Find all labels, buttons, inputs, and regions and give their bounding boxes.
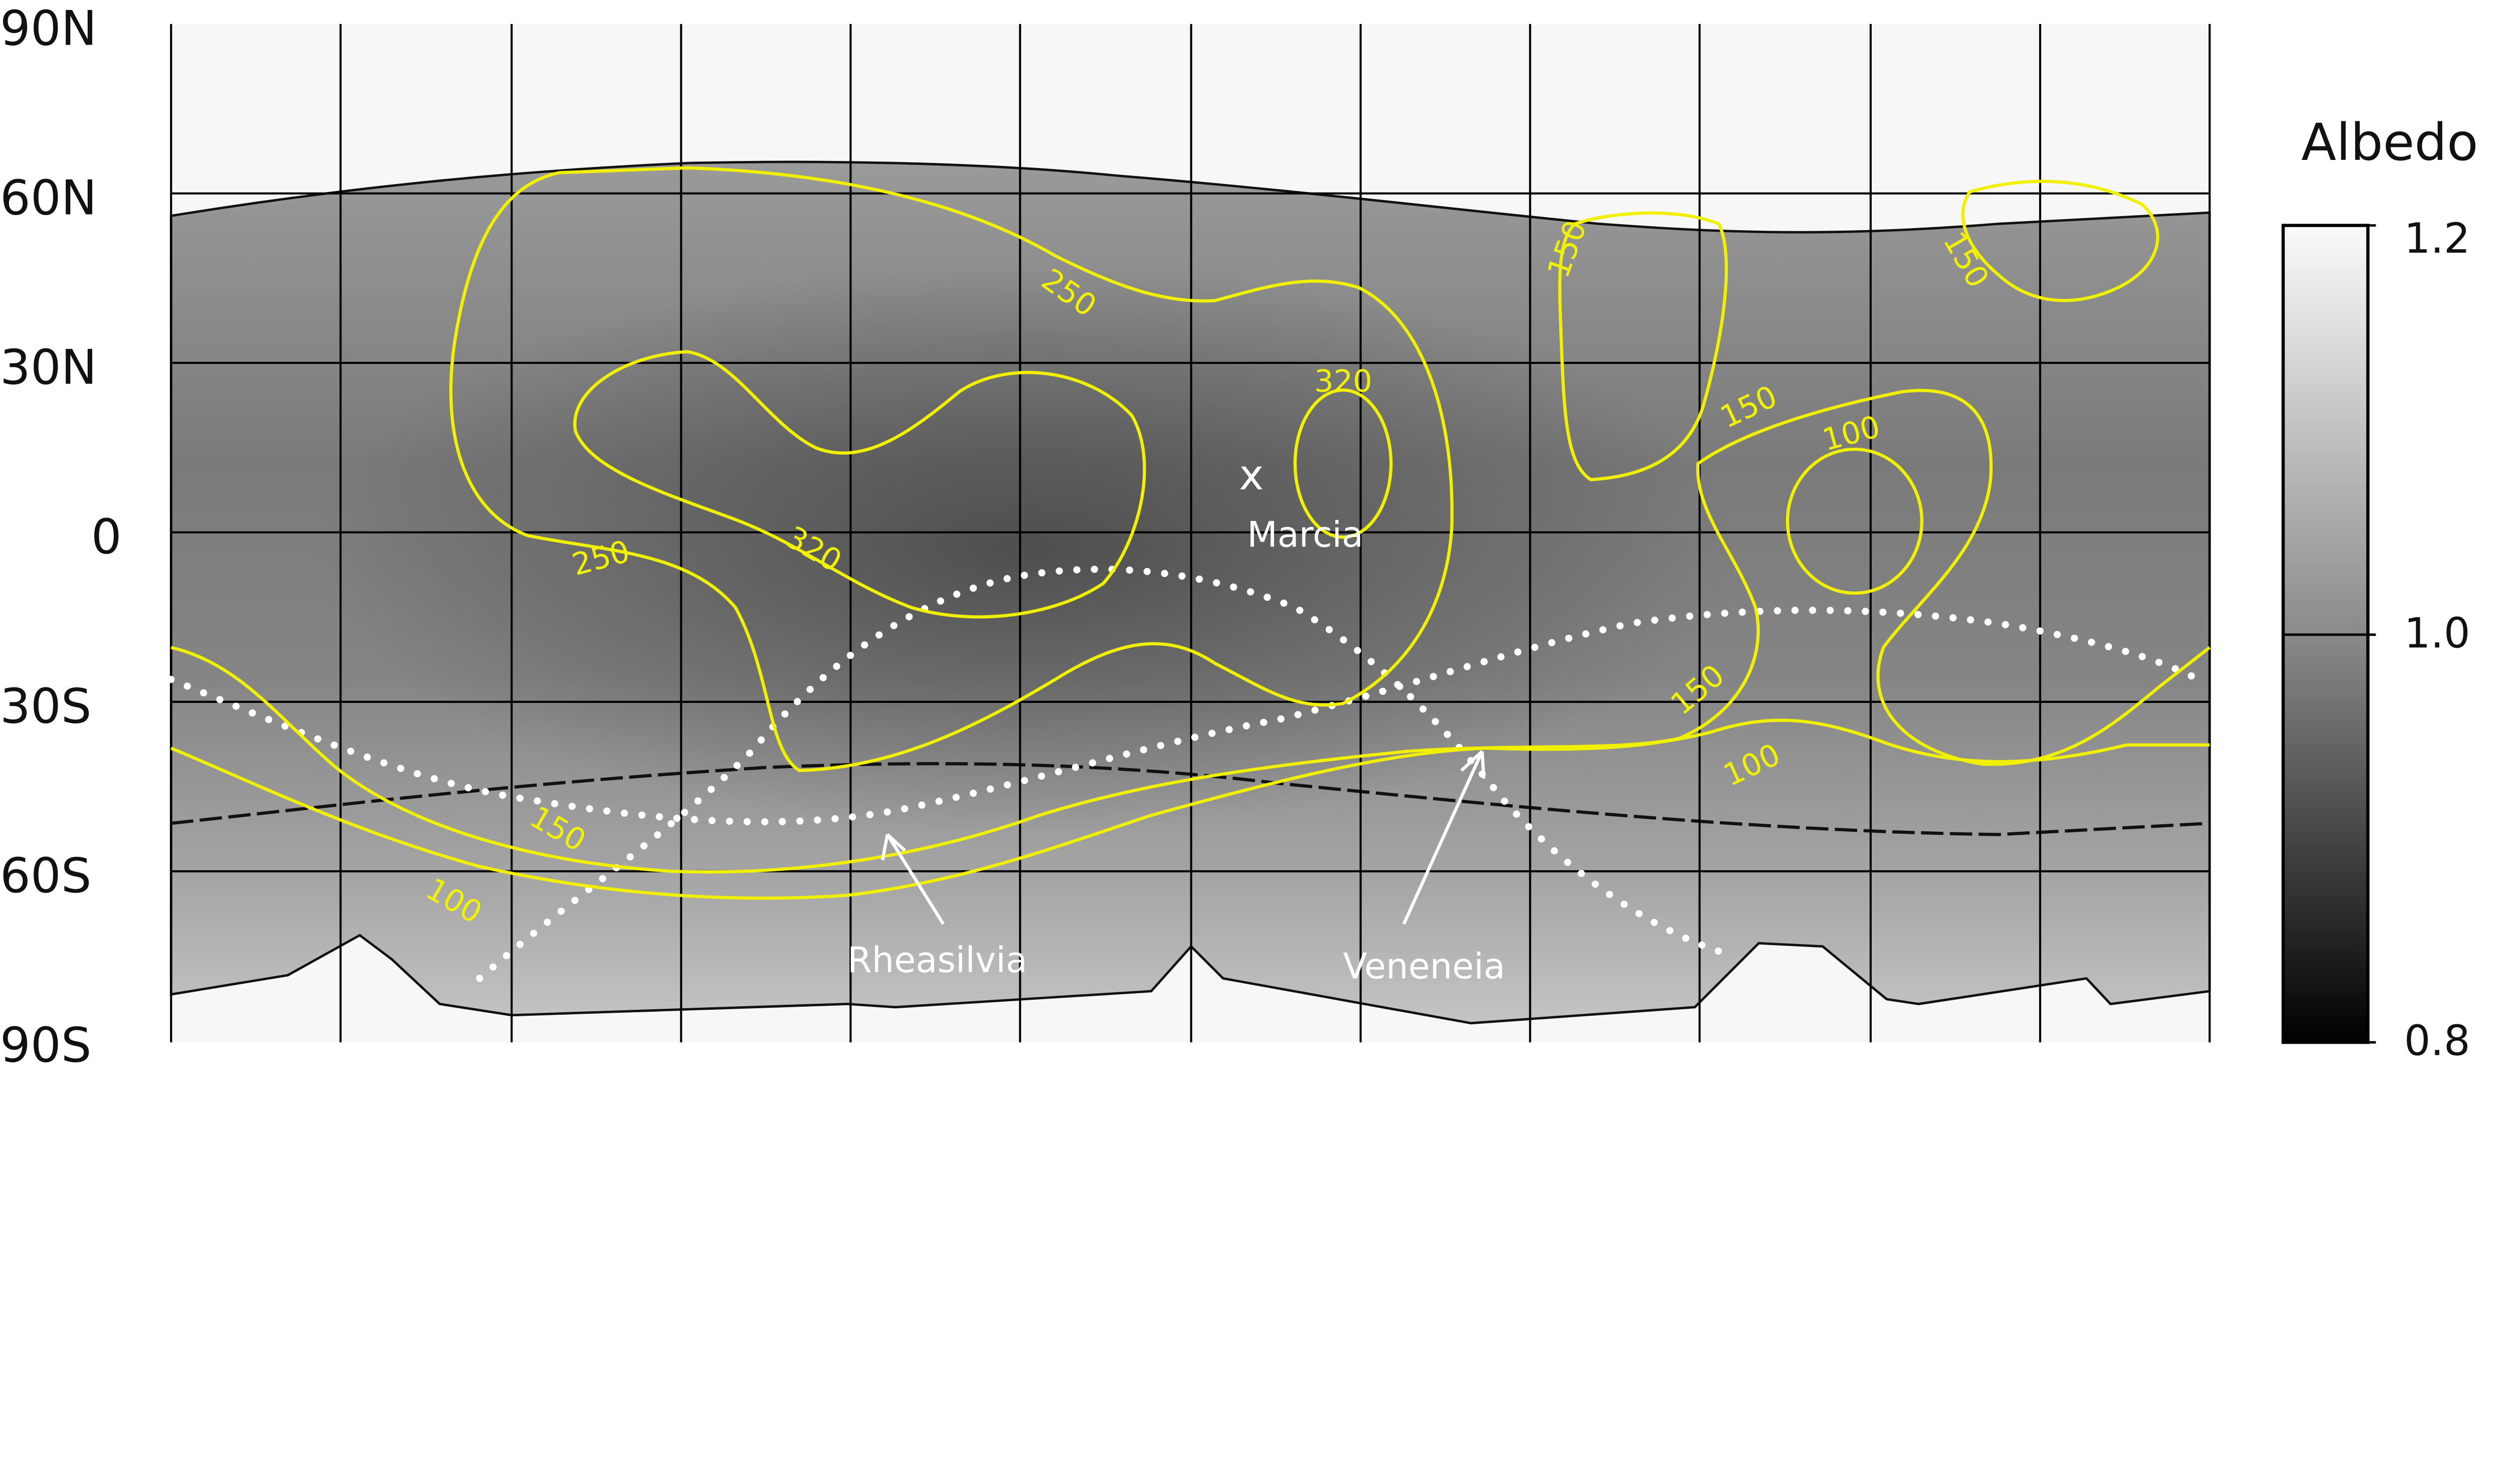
contour-100-east	[1785, 447, 1924, 595]
data-boundary-dashed	[170, 762, 2210, 836]
contour-150-far-east	[1961, 179, 2160, 302]
colorbar-tick-label: 1.2	[2404, 214, 2470, 263]
veneneia-arrow	[1402, 751, 1484, 925]
contour-150-south	[170, 389, 2211, 874]
feature-labels: x Marcia Rheasilvia Veneneia	[847, 451, 1505, 987]
marcia-label: Marcia	[1247, 514, 1363, 555]
contour-250	[449, 166, 1454, 773]
lat-label: 30S	[0, 678, 91, 734]
lat-label: 60N	[0, 169, 97, 226]
contour-label: 320	[1314, 364, 1372, 399]
colorbar-tick-label: 0.8	[2404, 1017, 2470, 1065]
colorbar-title: Albedo	[2301, 113, 2478, 172]
contours	[170, 166, 2211, 900]
lat-label: 90N	[0, 0, 97, 56]
colorbar-tick-label: 1.0	[2404, 609, 2470, 657]
albedo-colorbar: Albedo 1.2 1.0 0.8	[2281, 113, 2478, 1065]
lat-label: 30N	[0, 339, 97, 395]
rheasilvia-arrow	[886, 833, 945, 925]
veneneia-rim-dotted	[167, 607, 2202, 826]
lat-label: 90S	[0, 1017, 91, 1068]
latitude-axis: 90N 60N 30N 0 30S 60S 90S	[0, 0, 122, 1068]
contour-150-northeast	[1558, 211, 1728, 481]
contour-320-west	[573, 350, 1146, 619]
veneneia-arrowhead-icon	[1460, 750, 1486, 779]
lat-label: 60S	[0, 847, 91, 903]
contour-100-south	[170, 718, 2210, 900]
contour-320-east	[1293, 388, 1393, 539]
rheasilvia-arrowhead-icon	[881, 833, 906, 861]
marcia-marker: x	[1239, 451, 1264, 499]
lat-label: 0	[91, 508, 122, 565]
veneneia-label: Veneneia	[1343, 946, 1505, 987]
albedo-map-figure: 250 250 320 320 150 150 150 100 150 100 …	[0, 0, 2478, 1068]
rheasilvia-label: Rheasilvia	[847, 940, 1027, 981]
